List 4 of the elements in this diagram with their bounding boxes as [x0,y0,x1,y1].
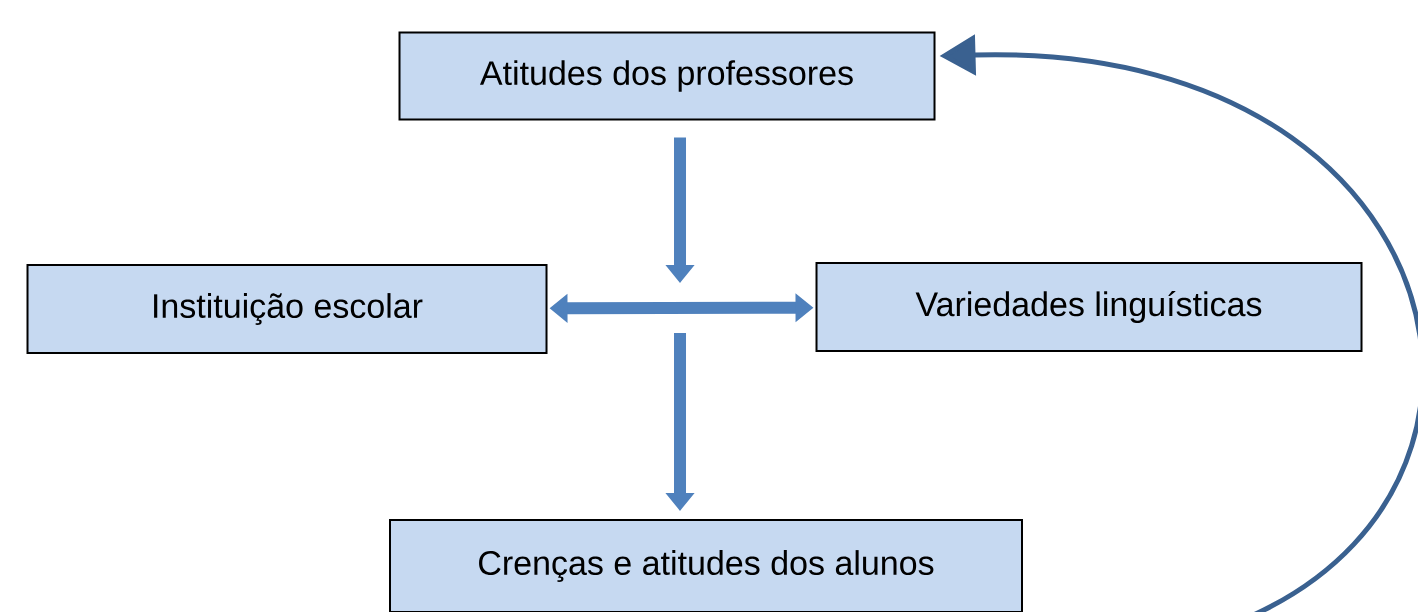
process-box: Variedades linguísticas [815,262,1363,352]
process-box: Crenças e atitudes dos alunos [389,519,1023,612]
process-box: Instituição escolar [26,264,548,354]
process-box: Atitudes dos professores [398,31,936,121]
